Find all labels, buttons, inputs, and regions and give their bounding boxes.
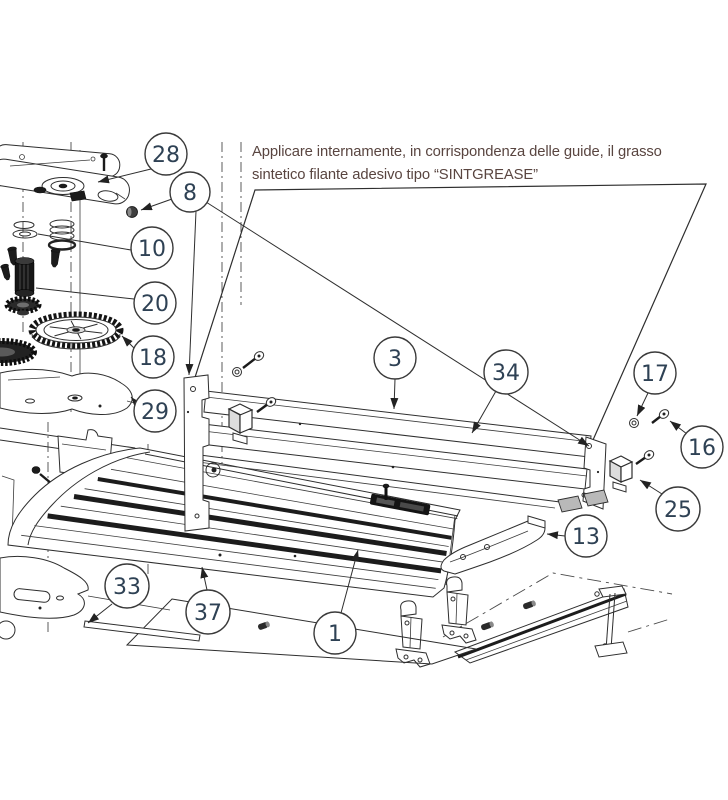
callouts: 28 8 10 20 18 29 <box>35 132 724 655</box>
screw-icon <box>651 409 670 424</box>
screw-icon <box>256 397 277 413</box>
end-plate-left <box>183 351 277 532</box>
rail-bracket <box>594 585 628 658</box>
screw-icon <box>382 483 390 500</box>
case-rail <box>7 447 461 598</box>
callout-18: 18 <box>121 335 175 379</box>
callout-28: 28 <box>97 132 188 184</box>
end-plate-right <box>557 409 670 513</box>
callout-label: 17 <box>641 362 669 387</box>
screw-icon <box>635 450 655 465</box>
callout-label: 33 <box>113 575 141 600</box>
pin-icon <box>523 600 536 610</box>
callout-20: 20 <box>35 281 177 325</box>
latch-assembly <box>227 403 254 445</box>
end-cap-part-8 <box>126 206 138 218</box>
callout-label: 1 <box>328 622 342 647</box>
bolt-icon <box>0 263 11 281</box>
callout-16: 16 <box>669 420 724 469</box>
callout-label: 34 <box>492 361 520 386</box>
callout-label: 20 <box>141 292 169 317</box>
callout-label: 13 <box>572 525 600 550</box>
callout-13: 13 <box>546 514 608 558</box>
small-screw-icon <box>100 153 108 171</box>
callout-8: 8 <box>140 171 590 447</box>
mounting-bracket <box>441 576 477 644</box>
callout-label: 18 <box>139 346 167 371</box>
mounting-bracket <box>395 600 431 668</box>
crown-gear <box>0 311 124 366</box>
screw-washer-icon <box>232 351 265 377</box>
lower-guide-rail <box>453 585 629 664</box>
callout-1: 1 <box>313 549 359 655</box>
callout-25: 25 <box>639 479 701 532</box>
bracket-13 <box>440 515 546 575</box>
front-profile-bar <box>197 390 592 509</box>
callout-37: 37 <box>185 566 231 635</box>
screw-icon <box>31 466 53 485</box>
callout-label: 28 <box>152 143 180 168</box>
callout-label: 10 <box>138 237 166 262</box>
note: Applicare internamente, in corrispondenz… <box>252 144 662 183</box>
callout-label: 16 <box>688 436 716 461</box>
support-arm-plate <box>0 368 139 415</box>
washer-icon <box>629 418 639 428</box>
arm-plate-33 <box>0 555 201 642</box>
bolt-icon <box>50 248 61 268</box>
washers-and-bolts <box>0 219 77 281</box>
callout-label: 8 <box>183 181 197 206</box>
callout-label: 3 <box>388 347 402 372</box>
gear-shaft <box>4 257 42 316</box>
pin-icon <box>481 621 494 631</box>
bolt-icon <box>7 246 18 266</box>
note-line-1: Applicare internamente, in corrispondenz… <box>252 144 662 160</box>
pin-icon <box>257 621 270 630</box>
callout-34: 34 <box>471 349 529 434</box>
arm-assembly <box>0 144 138 218</box>
callout-label: 29 <box>141 400 169 425</box>
latch-assembly <box>608 455 634 493</box>
callout-10: 10 <box>37 226 174 270</box>
note-line-2: sintetico filante adesivo tipo “SINTGREA… <box>252 167 538 183</box>
callout-29: 29 <box>130 389 177 433</box>
callout-label: 37 <box>194 601 222 626</box>
callout-17: 17 <box>633 351 677 417</box>
callout-33: 33 <box>87 563 150 624</box>
callout-3: 3 <box>373 336 417 410</box>
callout-label: 25 <box>664 498 692 523</box>
